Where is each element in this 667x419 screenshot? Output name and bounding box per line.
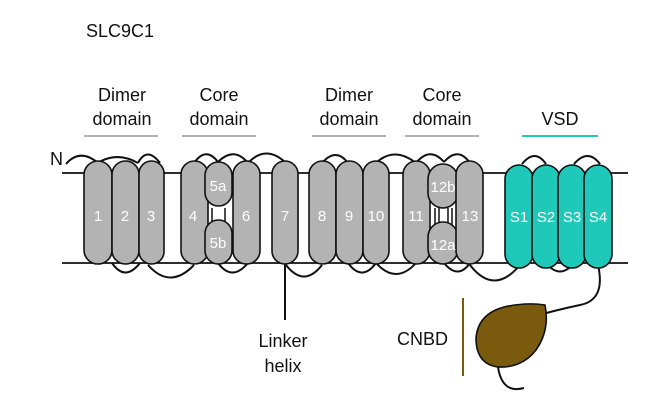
domain-label-line1: Core [199,85,238,105]
vsd-helix-label: S4 [589,209,607,226]
domain-header-core-2: Core domain [405,85,479,137]
helix-label: 10 [368,208,385,225]
helix-label: 9 [345,208,353,225]
domain-label-line1: VSD [541,109,578,129]
helix-3 [138,160,165,265]
domain-label-line1: Dimer [325,85,373,105]
vsd-helix-label: S2 [537,209,555,226]
helix-6 [232,160,261,265]
helix-13 [455,160,484,265]
domain-label-line1: Core [422,85,461,105]
vsd-helix-label: S3 [563,209,581,226]
vsd-helix-s4 [583,164,613,269]
helix-label: 13 [462,208,479,225]
domain-header-dimer-1: Dimer domain [84,85,158,137]
helix-label: 1 [94,208,102,225]
helix-10 [362,160,390,265]
c-terminal-tail [497,366,525,390]
linker-label-line1: Linker [258,331,307,351]
protein-title: SLC9C1 [86,21,154,41]
helix-label: 12a [430,237,456,254]
domain-label-line2: domain [412,109,471,129]
helix-11 [402,160,431,265]
domain-label-line2: domain [92,109,151,129]
helix-4 [180,160,209,265]
domain-header-vsd: VSD [522,109,598,137]
helix-label: 12b [430,179,455,196]
helix-label: 11 [408,208,424,225]
domain-label-line2: domain [319,109,378,129]
helix-label: 8 [318,208,326,225]
domain-label-line1: Dimer [98,85,146,105]
domain-header-dimer-2: Dimer domain [312,85,386,137]
helix-label: 5b [210,235,227,252]
linker-label-line2: helix [264,356,301,376]
cnbd-label: CNBD [397,329,448,349]
n-terminus-label: N [50,149,63,169]
domain-label-line2: domain [189,109,248,129]
domain-header-core-1: Core domain [182,85,256,137]
helix-label: 2 [121,208,129,225]
helix-5a [204,161,233,207]
helix-label: 4 [189,208,197,225]
cnbd-domain-shape [475,303,548,368]
helix-label: 6 [242,208,250,225]
vsd-helix-label: S1 [510,209,528,226]
helix-7 [271,160,299,265]
helix-label: 5a [210,178,227,195]
helix-label: 3 [147,208,155,225]
helix-5b [204,219,233,265]
helix-label: 7 [281,208,289,225]
